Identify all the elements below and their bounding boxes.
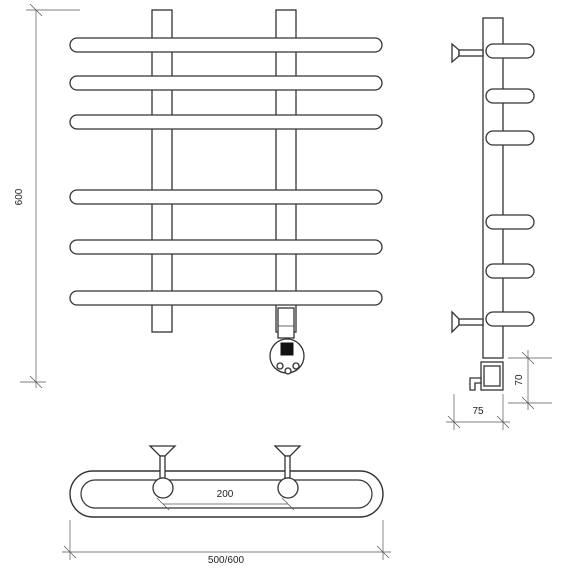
horizontal-tube-4	[69, 189, 383, 205]
top-wall-bracket-left	[148, 445, 177, 499]
thermostat-control	[269, 338, 305, 375]
side-view: 70 75	[446, 17, 552, 430]
front-view: 600	[14, 3, 383, 389]
connection-height-dimension: 70	[508, 350, 552, 410]
horizontal-tube-3	[69, 114, 383, 130]
side-tube-4	[485, 214, 535, 230]
connection-label: 70	[514, 374, 525, 386]
top-wall-bracket-right	[273, 445, 302, 499]
top-post-right	[277, 477, 299, 499]
right-vertical-post	[275, 9, 297, 333]
horizontal-tube-2	[69, 75, 383, 91]
horizontal-tube-1	[69, 37, 383, 53]
spacing-label: 200	[217, 489, 234, 500]
top-post-left	[152, 477, 174, 499]
horizontal-tube-6	[69, 290, 383, 306]
heater-coupling	[277, 307, 295, 339]
depth-label: 75	[472, 406, 484, 417]
height-dimension: 600	[14, 3, 80, 389]
side-tube-6	[485, 311, 535, 327]
side-tube-2	[485, 88, 535, 104]
depth-dimension: 75	[446, 394, 510, 430]
height-label: 600	[14, 188, 25, 205]
horizontal-tube-5	[69, 239, 383, 255]
side-tube-3	[485, 130, 535, 146]
thermostat-display	[280, 342, 294, 356]
side-vertical-post	[482, 17, 504, 359]
top-view: 200 500/600	[62, 445, 391, 566]
width-label: 500/600	[208, 555, 245, 566]
left-vertical-post	[151, 9, 173, 333]
side-wall-bracket-bottom	[451, 310, 484, 334]
side-wall-bracket-top	[451, 42, 484, 64]
post-spacing-dimension: 200	[156, 489, 295, 511]
side-connection-pipe	[469, 377, 482, 391]
width-dimension: 500/600	[62, 520, 391, 566]
side-tube-1	[485, 43, 535, 59]
side-tube-5	[485, 263, 535, 279]
